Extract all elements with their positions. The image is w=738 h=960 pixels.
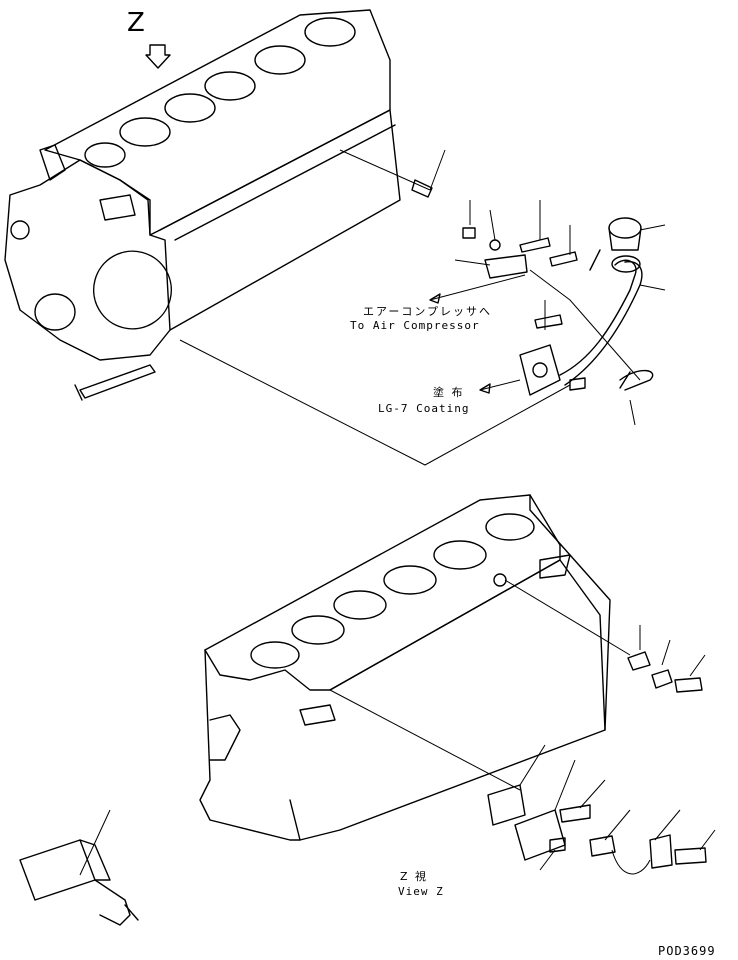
callout-arrows — [145, 44, 526, 394]
view-z-en-label: View Z — [398, 885, 444, 898]
coating-jp-label: 塗 布 — [433, 386, 465, 399]
coating-en-label: LG-7 Coating — [378, 402, 470, 415]
view-marker-label: Z — [127, 8, 145, 38]
upper-cylinder-block — [4, 9, 401, 401]
breather-pipe-assembly — [411, 179, 654, 396]
lower-sensor-parts — [19, 579, 716, 926]
drawing-code-label: POD3699 — [658, 944, 716, 958]
lower-cylinder-block — [199, 494, 611, 841]
view-z-jp-label: Z 視 — [400, 870, 429, 883]
air-compressor-jp-label: エアーコンプレッサへ — [363, 305, 493, 318]
upper-leader-lines — [179, 149, 666, 466]
air-compressor-en-label: To Air Compressor — [350, 319, 480, 332]
